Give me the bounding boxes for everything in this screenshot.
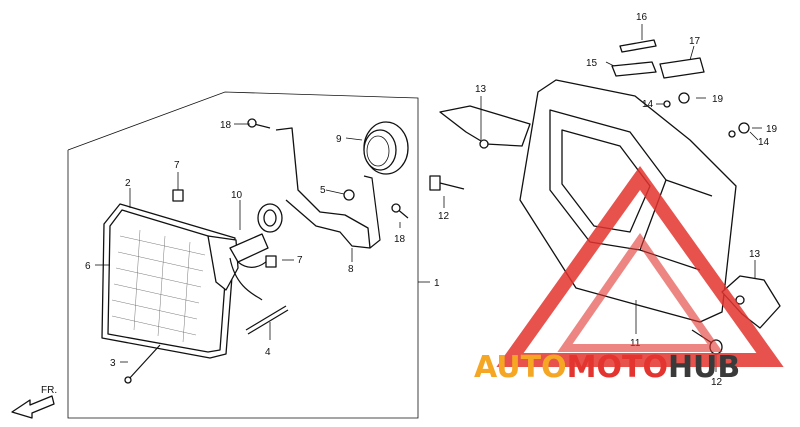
rubber-grommet-7a bbox=[172, 189, 184, 202]
bulb-socket bbox=[229, 203, 283, 301]
callout-18b: 18 bbox=[394, 234, 406, 245]
callout-12b: 12 bbox=[711, 377, 723, 388]
callout-13a: 13 bbox=[475, 84, 487, 95]
watermark-moto: MOTO bbox=[567, 350, 668, 385]
callout-10: 10 bbox=[231, 190, 243, 201]
rubber-grommet-7b bbox=[265, 255, 277, 268]
callout-13b: 13 bbox=[749, 249, 761, 260]
callout-2: 2 bbox=[125, 178, 131, 189]
callout-6: 6 bbox=[85, 261, 91, 272]
adjusting-screw-3 bbox=[124, 344, 161, 384]
callout-4: 4 bbox=[265, 347, 271, 358]
decal-16 bbox=[619, 39, 657, 53]
watermark-triangle-outer bbox=[496, 165, 784, 367]
callout-5: 5 bbox=[320, 185, 326, 196]
screw-18-upper bbox=[247, 118, 271, 129]
washer-14-lower bbox=[728, 130, 736, 138]
callout-19a: 19 bbox=[712, 94, 724, 105]
callout-7b: 7 bbox=[297, 255, 303, 266]
callout-7a: 7 bbox=[174, 160, 180, 171]
callout-19b: 19 bbox=[766, 124, 778, 135]
watermark-logo bbox=[496, 165, 784, 367]
callout-8: 8 bbox=[348, 264, 354, 275]
callout-11: 11 bbox=[630, 338, 641, 349]
decal-17 bbox=[659, 57, 705, 79]
callout-17: 17 bbox=[689, 36, 701, 47]
callout-12a: 12 bbox=[438, 211, 450, 222]
assembly-outline bbox=[67, 91, 419, 419]
direction-label: FR. bbox=[41, 385, 57, 396]
nut-19-upper bbox=[678, 92, 690, 104]
stay-bracket bbox=[275, 127, 381, 249]
callout-18a: 18 bbox=[220, 120, 232, 131]
spring-4 bbox=[245, 305, 289, 335]
callout-14a: 14 bbox=[642, 99, 654, 110]
watermark-text: AUTOMOTOHUB bbox=[474, 350, 740, 385]
callout-3: 3 bbox=[110, 358, 116, 369]
callout-labels: 1 2 3 4 5 6 7 7 8 9 10 11 12 12 13 13 14… bbox=[85, 12, 778, 388]
washer-14-upper bbox=[663, 100, 671, 108]
nut-19-lower bbox=[738, 122, 750, 134]
watermark-auto: AUTO bbox=[474, 350, 567, 385]
callout-1: 1 bbox=[434, 278, 440, 289]
watermark-triangle-inner bbox=[557, 232, 723, 352]
watermark-hub: HUB bbox=[668, 350, 740, 385]
callout-16: 16 bbox=[636, 12, 648, 23]
callout-14b: 14 bbox=[758, 137, 770, 148]
callout-15: 15 bbox=[586, 58, 598, 69]
callout-9: 9 bbox=[336, 134, 342, 145]
collar-5 bbox=[343, 189, 355, 201]
screw-18-lower bbox=[391, 203, 409, 219]
front-direction-arrow bbox=[11, 395, 55, 419]
headlight-unit bbox=[101, 203, 239, 359]
decal-15 bbox=[611, 61, 657, 77]
bolt-12-upper bbox=[429, 175, 465, 191]
headlight-rim-ring bbox=[363, 121, 409, 175]
case-stay-upper bbox=[439, 105, 531, 149]
